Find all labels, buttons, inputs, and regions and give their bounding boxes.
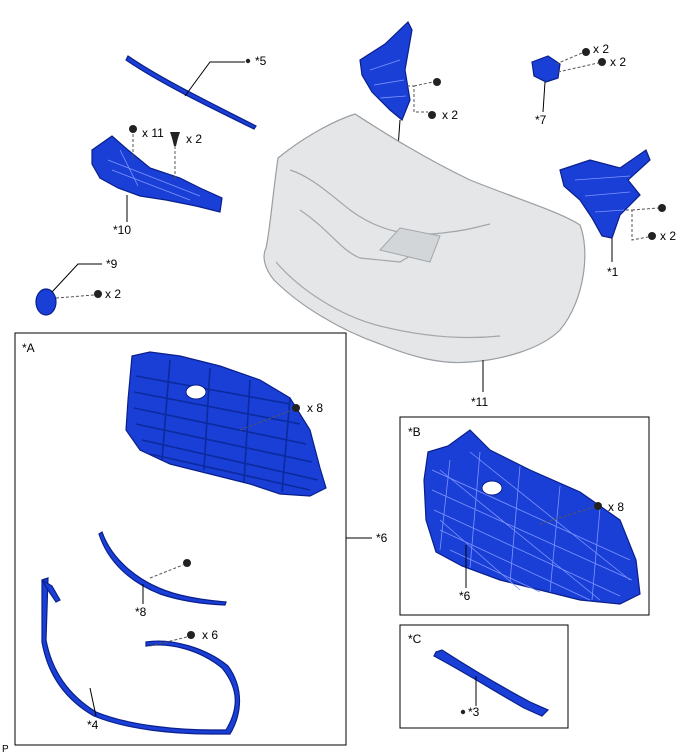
box-c: [399, 624, 569, 729]
label-6b: *6: [459, 589, 471, 603]
part-11-bumper-cover: [263, 113, 586, 364]
screw-2a: [433, 78, 441, 86]
box-a-label: *A: [22, 341, 35, 355]
screw-1a: [658, 204, 666, 212]
part-2-bracket: [359, 21, 413, 121]
screw-9: [94, 290, 102, 298]
screw-7a: [582, 48, 590, 56]
part-10-bracket: [91, 135, 223, 213]
label-4: *4: [87, 718, 99, 732]
clip-10b: [170, 132, 180, 146]
leader-7: [542, 81, 546, 113]
qty-7b: x 2: [610, 55, 626, 69]
corner-code: P: [2, 744, 9, 755]
dash-9: [55, 294, 95, 299]
dash-2: [407, 85, 428, 113]
dot-marker-5: [245, 58, 251, 64]
box-b-label: *B: [408, 425, 421, 439]
qty-10a: x 11: [142, 126, 164, 140]
qty-9: x 2: [105, 287, 121, 301]
part-5-strip: [125, 55, 257, 130]
part-4-molding-frame: [41, 577, 240, 735]
part-7-bracket: [531, 55, 561, 83]
qty-b: x 8: [608, 500, 624, 514]
label-3: *3: [468, 705, 480, 719]
screw-4: [187, 631, 195, 639]
qty-7a: x 2: [593, 42, 609, 56]
part-6-grille-mesh: [423, 429, 641, 605]
qty-2: x 2: [442, 108, 458, 122]
dash-b: [539, 506, 595, 525]
label-11: *11: [471, 395, 488, 409]
box-a: [14, 332, 347, 746]
label-8: *8: [135, 605, 147, 619]
dash-2b: [413, 81, 434, 87]
part-6-grille-horizontal: [125, 351, 327, 497]
dash-4: [149, 636, 188, 647]
label-6: *6: [376, 531, 388, 545]
box-b: [399, 416, 650, 616]
part-1-bracket: [559, 149, 651, 239]
box-c-label: *C: [408, 632, 422, 646]
qty-10b: x 2: [186, 132, 202, 146]
label-7: *7: [535, 113, 547, 127]
label-1: *1: [607, 265, 619, 279]
label-9: *9: [106, 257, 118, 271]
dash-8: [149, 564, 184, 579]
qty-4: x 6: [202, 628, 218, 642]
leader-5: [184, 61, 245, 97]
dot-marker-3: [460, 709, 466, 715]
dash-1b: [631, 207, 659, 211]
qty-1: x 2: [660, 229, 676, 243]
screw-b: [594, 502, 602, 510]
part-3-strip: [433, 649, 550, 717]
screw-2b: [428, 111, 436, 119]
screw-10a: [129, 125, 137, 133]
dash-7b: [557, 62, 599, 73]
leader-4: [89, 687, 97, 717]
part-9-emblem: [35, 288, 57, 316]
dash-a: [239, 409, 293, 431]
leader-9: [51, 263, 102, 293]
label-5: *5: [255, 54, 267, 68]
screw-7b: [598, 58, 606, 66]
dash-7a: [555, 52, 583, 65]
screw-8: [183, 559, 191, 567]
label-10: *10: [113, 223, 131, 237]
qty-a: x 8: [307, 401, 323, 415]
screw-a: [292, 404, 300, 412]
screw-1b: [648, 232, 656, 240]
part-8-molding: [98, 531, 227, 606]
dash-1: [626, 209, 649, 241]
